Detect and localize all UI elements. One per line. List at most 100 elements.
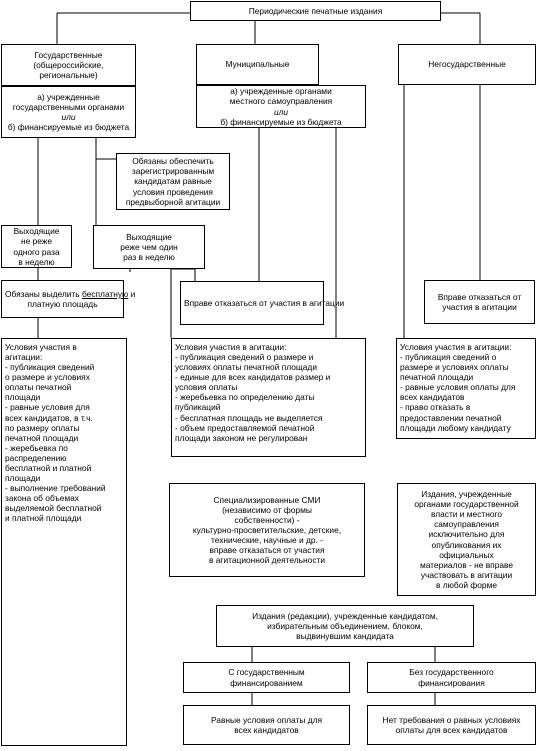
official-editions-line: участвовать в агитации: [420, 569, 513, 580]
conditions-right-line: предоставлении печатной: [400, 412, 502, 423]
official-editions-line: в любой форме: [435, 579, 498, 590]
state-types-box: а) учрежденные государственными органами…: [1, 86, 136, 138]
conditions-left-line: - жеребьевка по: [5, 442, 68, 453]
conditions-left-line: распределению: [5, 452, 67, 463]
conditions-middle-line: - публикация сведений о размере и: [175, 352, 314, 363]
without-funding-line: Без государственного: [409, 667, 494, 678]
no-requirements-line: Нет требования о равных условиях: [382, 714, 521, 725]
conditions-left-line: площади: [5, 473, 41, 484]
obligation-line: предвыборной агитации: [125, 196, 221, 207]
conditions-left-line: бесплатной и платной: [5, 462, 92, 473]
with-funding-line: финансированием: [230, 677, 303, 688]
nonstate-heading-line: Негосударственные: [428, 59, 506, 70]
municipal-types-line: б) финансируемые из бюджета: [220, 116, 342, 127]
may-refuse-nonstate-box: Вправе отказаться от участия в агитации: [424, 280, 535, 324]
conditions-left-line: Условия участия в: [5, 342, 77, 352]
official-editions-line: власти и местного: [430, 509, 503, 520]
conditions-middle-line: - единые для всех кандидатов размер и: [175, 372, 331, 383]
conditions-left-line: - публикация сведений: [5, 362, 95, 373]
municipal-types-line: а) учрежденные органами: [230, 86, 332, 97]
conditions-middle-line: - объем предоставляемой печатной: [175, 422, 315, 433]
with-funding-box: С государственным финансированием: [183, 662, 350, 693]
conditions-left-line: площади: [5, 392, 41, 403]
title-box: Периодические печатные издания: [190, 1, 441, 21]
with-funding-line: С государственным: [228, 667, 305, 678]
may-refuse-municipal-text: Вправе отказаться от участия в агитации: [184, 297, 345, 308]
conditions-left-line: о размере и условиях: [5, 372, 90, 383]
state-types-line: государственными органами: [12, 101, 125, 112]
official-editions-line: официальных: [439, 549, 494, 560]
official-editions-line: органами государственной: [414, 499, 519, 510]
no-requirements-box: Нет требования о равных условиях оплаты …: [367, 705, 536, 745]
conditions-middle-line: публикаций: [175, 402, 221, 413]
state-heading-box: Государственные (общероссийские, региона…: [1, 44, 136, 86]
obligation-line: кандидатам равные: [134, 176, 212, 187]
official-editions-box: Издания, учрежденные органами государств…: [397, 483, 536, 596]
state-heading-line: Государственные: [34, 49, 103, 60]
weekly-box: Выходящие не реже одного раза в неделю: [1, 225, 72, 268]
official-editions-line: самоуправления: [434, 519, 499, 530]
must-allocate-box: Обязаны выделить бесплатную и платную пл…: [1, 280, 135, 318]
weekly-line: в неделю: [18, 256, 55, 267]
conditions-right-line: Условия участия в агитации:: [400, 342, 512, 352]
conditions-middle-box: Условия участия в агитации: - публикация…: [171, 338, 366, 457]
specialized-media-line: в агитационной деятельности: [208, 555, 326, 566]
without-funding-line: финансирования: [418, 677, 485, 688]
municipal-types-or: или: [273, 106, 289, 117]
state-types-line: а) учрежденные: [37, 91, 100, 102]
conditions-middle-line: условиях оплаты печатной площади: [175, 362, 317, 373]
specialized-media-line: собственности) -: [234, 514, 300, 525]
municipal-heading-line: Муниципальные: [225, 59, 290, 70]
must-allocate-pre: Обязаны выделить: [5, 288, 82, 299]
conditions-middle-line: условия оплаты: [175, 382, 238, 393]
conditions-right-line: печатной площади: [400, 372, 474, 383]
obligation-line: Обязаны обеспечить: [132, 156, 214, 167]
obligation-box: Обязаны обеспечить зарегистрированным ка…: [116, 153, 230, 210]
equal-payment-box: Равные условия оплаты для всех кандидато…: [183, 705, 350, 745]
state-heading-line: региональные): [39, 70, 98, 81]
conditions-left-line: агитации:: [5, 352, 43, 363]
state-heading-line: (общероссийские,: [33, 59, 104, 70]
conditions-right-line: - публикация сведений о: [400, 352, 497, 363]
conditions-right-line: размере и условиях оплаты: [400, 362, 509, 373]
must-allocate-line: Обязаны выделить бесплатную и: [5, 288, 135, 299]
title-text: Периодические печатные издания: [248, 5, 383, 16]
candidate-editions-line: избирательным объединением, блоком,: [267, 620, 423, 631]
municipal-types-box: а) учрежденные органами местного самоупр…: [196, 85, 366, 128]
conditions-right-box: Условия участия в агитации: - публикация…: [396, 338, 536, 439]
conditions-right-line: всех кандидатов: [400, 392, 465, 403]
must-allocate-line2: платную площадь: [27, 299, 98, 309]
conditions-right-line: - право отказать в: [400, 402, 471, 413]
conditions-left-line: по размеру оплаты: [5, 422, 80, 433]
nonstate-heading-box: Негосударственные: [398, 44, 536, 85]
less-weekly-line: раз в неделю: [123, 252, 175, 263]
equal-payment-line: всех кандидатов: [234, 725, 299, 735]
must-allocate-post: и: [128, 288, 136, 299]
conditions-left-line: - равные условия для: [5, 402, 90, 413]
conditions-left-line: - выполнение требований: [5, 483, 106, 494]
state-types-line: б) финансируемые из бюджета: [7, 122, 130, 133]
conditions-left-line: и платной площади: [5, 513, 82, 524]
official-editions-line: опубликования их: [431, 539, 502, 550]
specialized-media-line: культурно-просветительские, детские,: [192, 524, 342, 535]
candidate-editions-line: Издания (редакции), учрежденные кандидат…: [252, 610, 438, 621]
specialized-media-line: вправе отказаться от участия: [209, 545, 325, 556]
official-editions-line: исключительно для: [428, 529, 505, 540]
may-refuse-municipal-box: Вправе отказаться от участия в агитации: [180, 281, 345, 325]
conditions-middle-line: - бесплатная площадь не выделяется: [175, 412, 323, 423]
must-allocate-free: бесплатную: [81, 288, 129, 299]
conditions-left-line: всех кандидатов, в т.ч.: [5, 412, 93, 423]
candidate-editions-line: выдвинувшим кандидата: [296, 631, 394, 642]
municipal-types-line: местного самоуправления: [229, 96, 333, 107]
may-refuse-nonstate-line: Вправе отказаться от: [437, 291, 522, 302]
obligation-line: зарегистрированным: [131, 166, 215, 177]
weekly-line: Выходящие: [13, 226, 60, 237]
weekly-line: одного раза: [13, 246, 60, 257]
specialized-media-box: Специализированные СМИ (независимо от фо…: [169, 483, 365, 577]
conditions-middle-line: - жеребьевка по определению даты: [175, 392, 315, 403]
without-funding-box: Без государственного финансирования: [367, 662, 536, 693]
specialized-media-line: (независимо от формы: [222, 504, 312, 515]
candidate-editions-box: Издания (редакции), учрежденные кандидат…: [216, 605, 474, 647]
less-weekly-line: реже чем один: [120, 241, 178, 252]
